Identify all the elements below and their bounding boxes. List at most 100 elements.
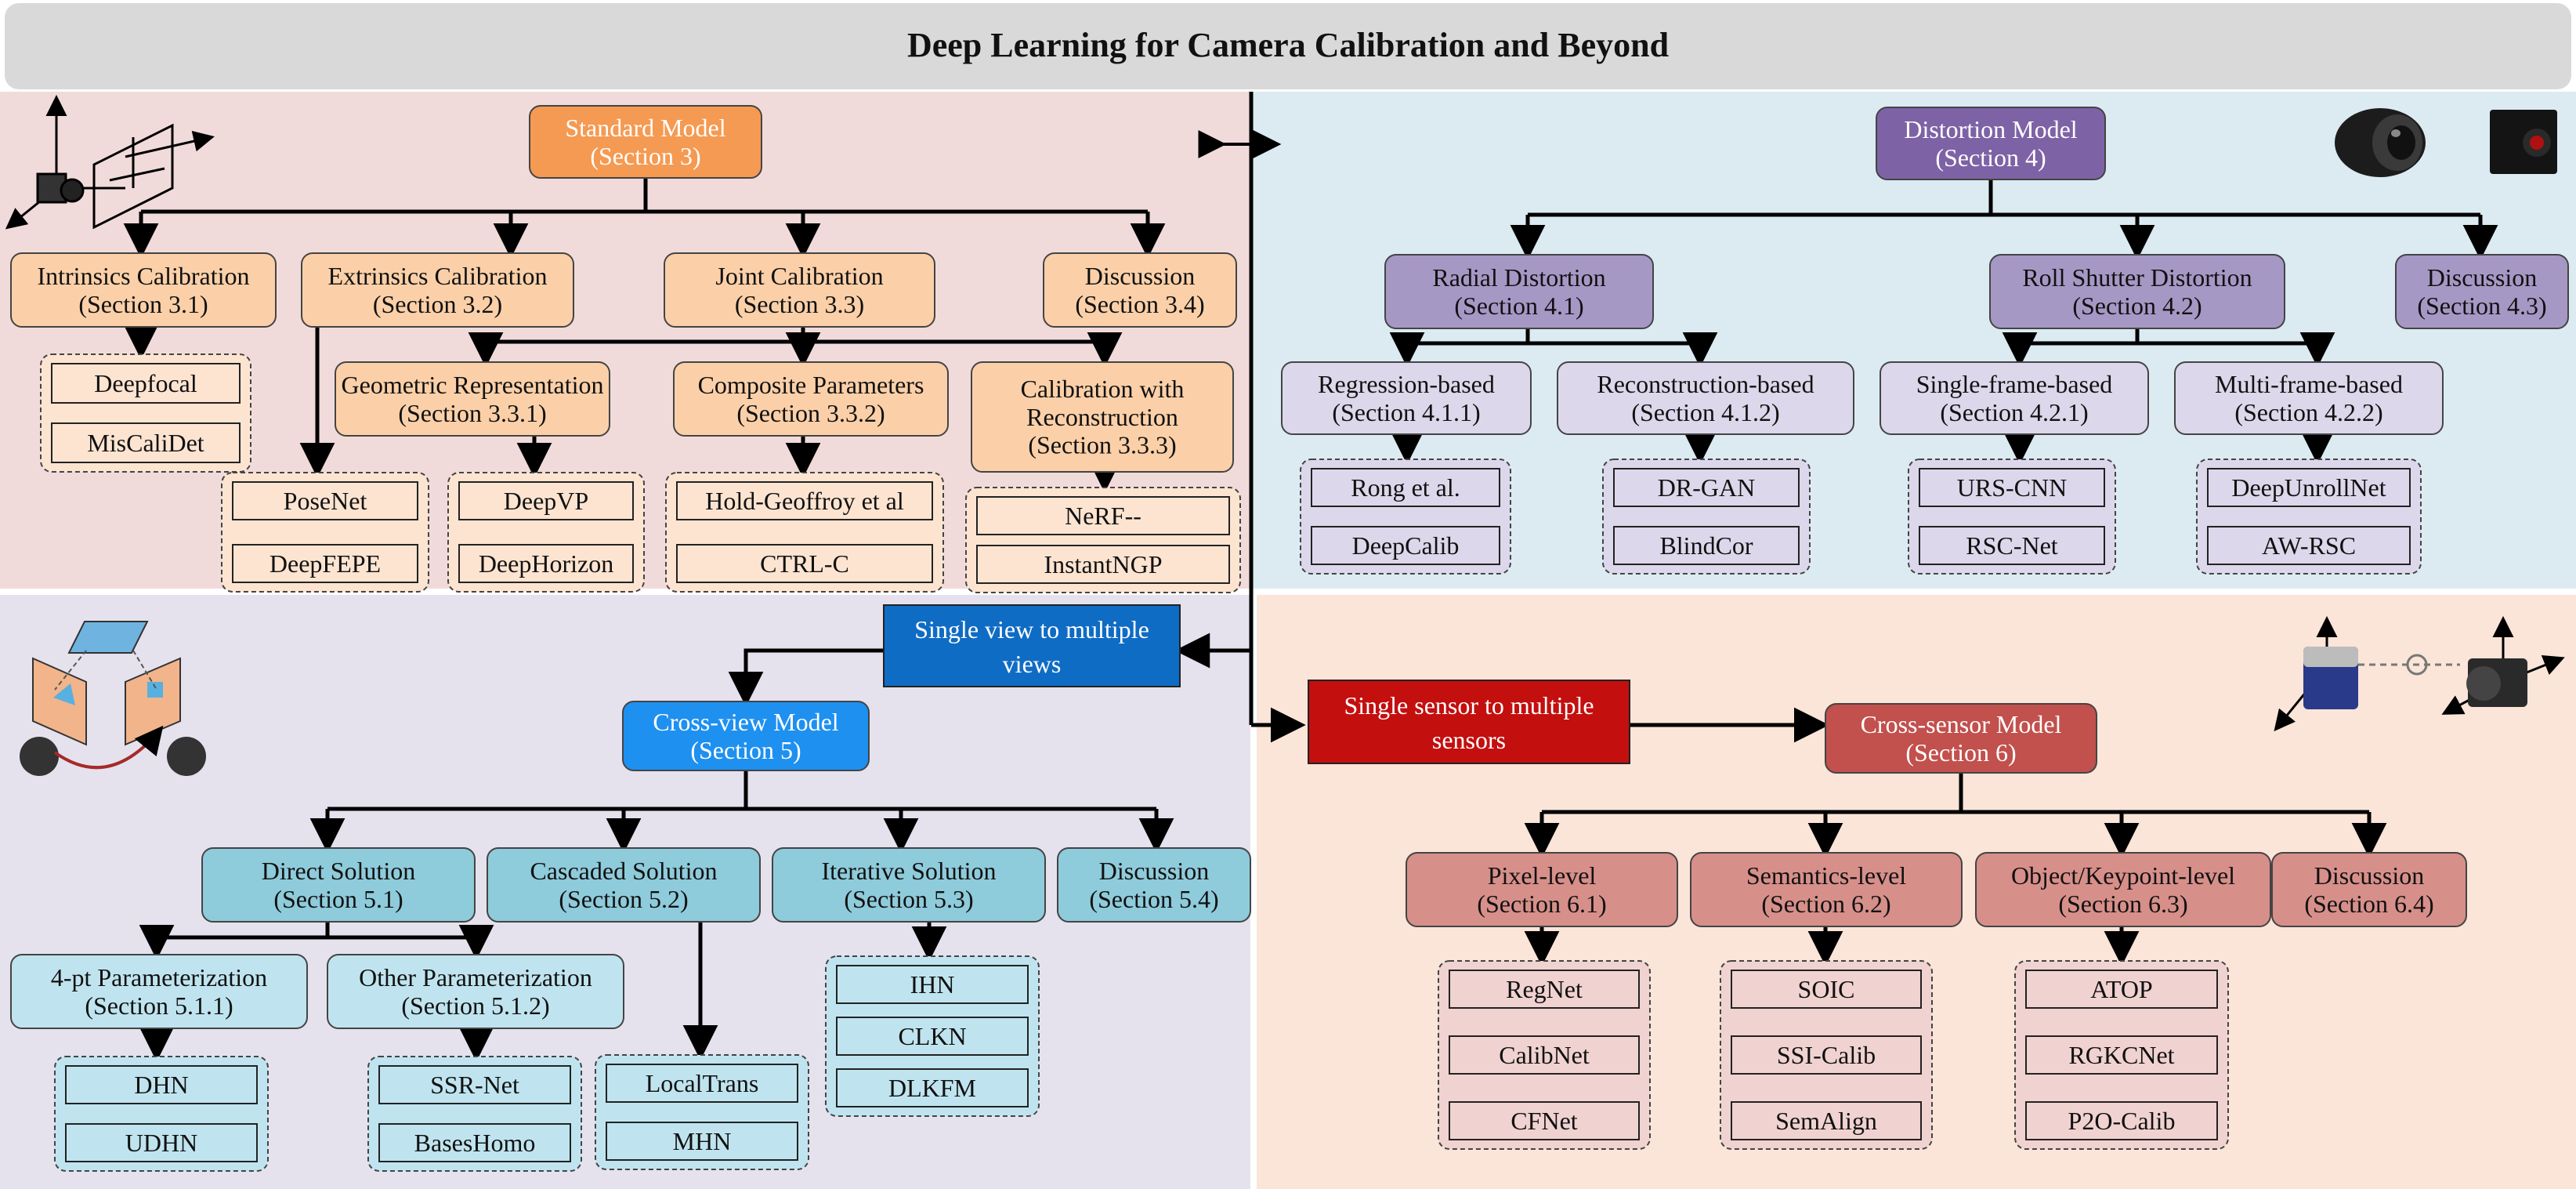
discussion-3-node-label-1: Discussion: [1085, 262, 1195, 290]
method-label: CLKN: [898, 1022, 966, 1050]
discussion-5-node-box: [1057, 847, 1251, 923]
semantics-node: Semantics-level(Section 6.2): [1690, 852, 1963, 927]
pixel-node: Pixel-level(Section 6.1): [1406, 852, 1678, 927]
method-label: AW-RSC: [2262, 531, 2356, 560]
standard-root-label-2: (Section 3): [590, 142, 700, 170]
method-box: [1613, 468, 1800, 507]
regression-methods: Rong et al.DeepCalib: [1300, 459, 1511, 575]
discussion-4-node-box: [2395, 254, 2569, 329]
connector: [728, 648, 884, 707]
page-title: Deep Learning for Camera Calibration and…: [907, 26, 1669, 64]
single-frame-node-label-1: Single-frame-based: [1916, 370, 2113, 398]
radial-node-label-2: (Section 4.1): [1454, 292, 1583, 320]
diagram-nodes: Standard Model(Section 3)Intrinsics Cali…: [10, 105, 2569, 1172]
iterative-node-label-1: Iterative Solution: [821, 857, 996, 885]
standard-root: Standard Model(Section 3): [529, 105, 762, 179]
extrinsics-node-box: [301, 252, 574, 328]
discussion-6-node-label-2: (Section 6.4): [2304, 890, 2433, 918]
distortion-root-box: [1876, 107, 2106, 180]
method-box: [1449, 970, 1640, 1009]
method-box: [1731, 1035, 1922, 1075]
iterative-node-box: [772, 847, 1046, 923]
joint-node-label-1: Joint Calibration: [715, 262, 883, 290]
method-label: URS-CNN: [1957, 473, 2067, 502]
method-label: P2O-Calib: [2068, 1107, 2176, 1135]
discussion-6-node-box: [2271, 852, 2467, 927]
other-node: Other Parameterization(Section 5.1.2): [327, 954, 624, 1029]
other-node-box: [327, 954, 624, 1029]
recon-node-box: [1557, 361, 1854, 435]
object-node-label-2: (Section 6.3): [2058, 890, 2187, 918]
method-label: DeepHorizon: [479, 549, 613, 578]
reconstruction-node-label-1: Calibration with: [1021, 375, 1185, 403]
method-box: [1731, 1101, 1922, 1140]
method-label: DHN: [134, 1071, 188, 1099]
discussion-6-node: Discussion(Section 6.4): [2271, 852, 2467, 927]
crosssensor-banner-label-2: sensors: [1432, 726, 1506, 754]
method-box: [2025, 970, 2218, 1009]
cascaded-node: Cascaded Solution(Section 5.2): [487, 847, 761, 923]
composite-node-label-2: (Section 3.3.2): [736, 399, 885, 427]
composite-node-box: [673, 361, 949, 437]
method-label: LocalTrans: [646, 1069, 759, 1097]
discussion-3-node: Discussion(Section 3.4): [1043, 252, 1237, 328]
method-label: PoseNet: [284, 487, 367, 515]
other-node-label-2: (Section 5.1.2): [401, 991, 549, 1020]
discussion-5-node-label-1: Discussion: [1099, 857, 1209, 885]
cascaded-node-label-1: Cascaded Solution: [530, 857, 717, 885]
reconstruction-methods: NeRF--InstantNGP: [965, 487, 1241, 593]
method-label: Deepfocal: [94, 369, 197, 397]
method-box: [676, 481, 933, 520]
joint-node-box: [664, 252, 935, 328]
method-label: Rong et al.: [1351, 473, 1460, 502]
method-box: [378, 1065, 571, 1104]
direct-node-box: [201, 847, 476, 923]
distortion-root-label-2: (Section 4): [1935, 143, 2046, 172]
extrinsics-node: Extrinsics Calibration(Section 3.2): [301, 252, 574, 328]
intrinsics-node-box: [10, 252, 277, 328]
iterative-node-label-2: (Section 5.3): [844, 885, 973, 913]
method-box: [51, 363, 241, 404]
method-label: SemAlign: [1775, 1107, 1877, 1135]
method-box: [1449, 1035, 1640, 1075]
multi-frame-node-label-2: (Section 4.2.2): [2234, 398, 2382, 426]
crossview-root: Cross-view Model(Section 5): [622, 701, 870, 771]
method-label: CalibNet: [1499, 1041, 1590, 1069]
discussion-3-node-label-2: (Section 3.4): [1075, 290, 1204, 318]
method-box: [606, 1122, 798, 1161]
method-box: [232, 481, 418, 520]
standard-root-box: [529, 105, 762, 179]
method-box: [836, 1017, 1029, 1056]
recon-node: Reconstruction-based(Section 4.1.2): [1557, 361, 1854, 435]
extrinsics-node-label-2: (Section 3.2): [373, 290, 502, 318]
crosssensor-root-label-2: (Section 6): [1905, 738, 2016, 767]
discussion-5-node-label-2: (Section 5.4): [1089, 885, 1218, 913]
intrinsics-node-label-2: (Section 3.1): [78, 290, 208, 318]
semantics-node-label-2: (Section 6.2): [1761, 890, 1890, 918]
method-label: Hold-Geoffroy et al: [705, 487, 904, 515]
method-label: DeepFEPE: [270, 549, 381, 578]
regression-node-label-1: Regression-based: [1318, 370, 1495, 398]
recon-node-label-1: Reconstruction-based: [1597, 370, 1814, 398]
fourpt-node-label-1: 4-pt Parameterization: [51, 963, 267, 991]
fisheye-lens-icon: [2335, 108, 2426, 177]
object-node-label-1: Object/Keypoint-level: [2011, 861, 2235, 890]
method-label: SOIC: [1798, 975, 1855, 1003]
composite-node-label-1: Composite Parameters: [698, 371, 924, 399]
discussion-5-node: Discussion(Section 5.4): [1057, 847, 1251, 923]
direct-node-label-1: Direct Solution: [262, 857, 415, 885]
single-frame-node: Single-frame-based(Section 4.2.1): [1880, 361, 2149, 435]
radial-node-label-1: Radial Distortion: [1432, 263, 1605, 292]
radial-node-box: [1384, 254, 1654, 329]
